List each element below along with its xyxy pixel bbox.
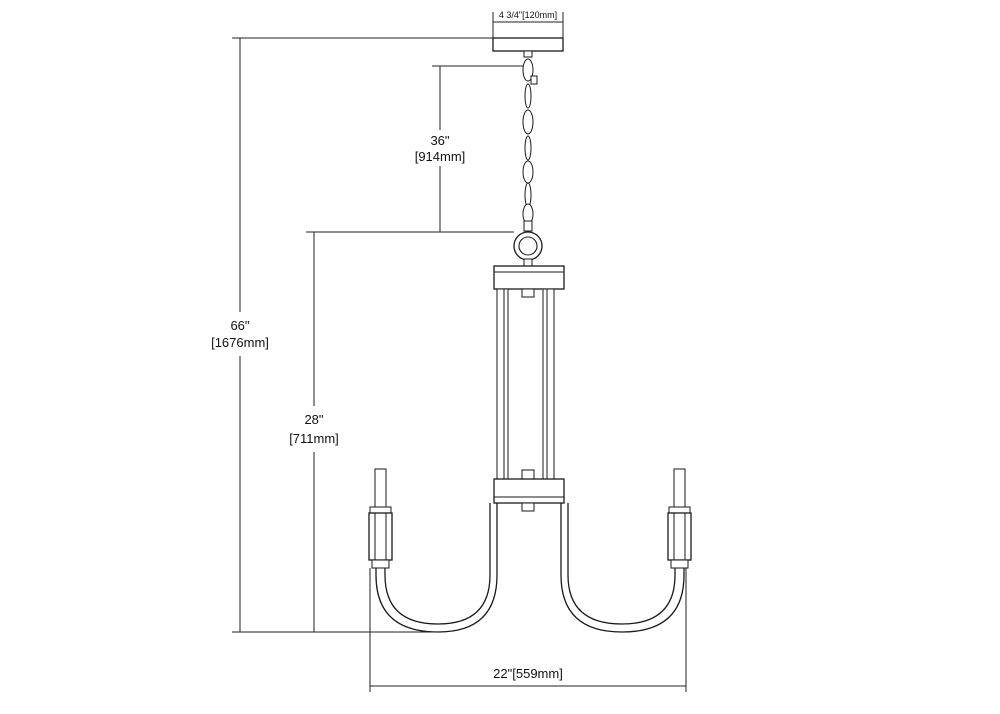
- canopy: [492, 37, 564, 58]
- canopy-width-label: 4 3/4"[120mm]: [499, 10, 557, 20]
- left-cup-base: [371, 559, 390, 569]
- overall-height-dimension: 66" [1676mm]: [211, 37, 493, 633]
- column-rod-left: [496, 288, 505, 480]
- central-column: [493, 265, 565, 512]
- chain-link: [524, 135, 532, 161]
- arms: [375, 503, 685, 633]
- chain-length-label-in: 36": [430, 133, 449, 148]
- column-rod-right: [546, 288, 555, 480]
- top-cap-nub: [521, 288, 535, 298]
- column-rod-left-inner: [503, 288, 509, 480]
- left-arm-inner: [384, 503, 491, 625]
- chain-link: [524, 83, 532, 109]
- chain-clip: [530, 75, 538, 85]
- chain-length-dimension: 36" [914mm]: [415, 65, 524, 232]
- fixture-height-label-mm: [711mm]: [289, 431, 339, 446]
- column-rod-right-inner: [542, 288, 548, 480]
- ring-inner: [518, 236, 538, 256]
- right-candle-holder: [667, 468, 692, 569]
- fixture-width-dimension: 22"[559mm]: [369, 568, 687, 692]
- fixture-height-label-in: 28": [304, 412, 323, 427]
- chain-link: [522, 160, 534, 184]
- overall-height-label-mm: [1676mm]: [211, 335, 269, 350]
- top-cap: [493, 265, 565, 290]
- right-cup-base: [670, 559, 689, 569]
- bottom-cap: [493, 478, 565, 504]
- fixture-height-dimension: 28" [711mm]: [289, 231, 514, 632]
- ring-outer: [513, 231, 543, 261]
- bottom-cap-nub: [521, 502, 535, 512]
- hanging-ring: [513, 231, 543, 267]
- left-bobeche-top: [369, 506, 392, 514]
- chain-link: [524, 182, 532, 208]
- left-arm-outer: [375, 503, 498, 633]
- canopy-plate: [492, 37, 564, 52]
- right-candle-sleeve: [673, 468, 686, 508]
- right-arm-outer: [560, 503, 685, 633]
- fixture-width-label: 22"[559mm]: [493, 666, 563, 681]
- chain-length-label-mm: [914mm]: [415, 149, 466, 164]
- chain-link: [522, 109, 534, 135]
- right-bobeche-top: [668, 506, 691, 514]
- canopy-loop: [523, 50, 533, 58]
- overall-height-label-in: 66": [230, 318, 249, 333]
- chain-clip: [523, 220, 533, 232]
- ring-stem: [523, 258, 533, 267]
- chain: [522, 58, 538, 232]
- left-candle-holder: [368, 468, 393, 569]
- left-candle-sleeve: [374, 468, 387, 508]
- left-socket-cup: [368, 512, 393, 561]
- bottom-cap-nub-top: [521, 469, 535, 480]
- right-socket-cup: [667, 512, 692, 561]
- right-arm-inner: [567, 503, 676, 625]
- canopy-width-dimension: 4 3/4"[120mm]: [492, 10, 564, 38]
